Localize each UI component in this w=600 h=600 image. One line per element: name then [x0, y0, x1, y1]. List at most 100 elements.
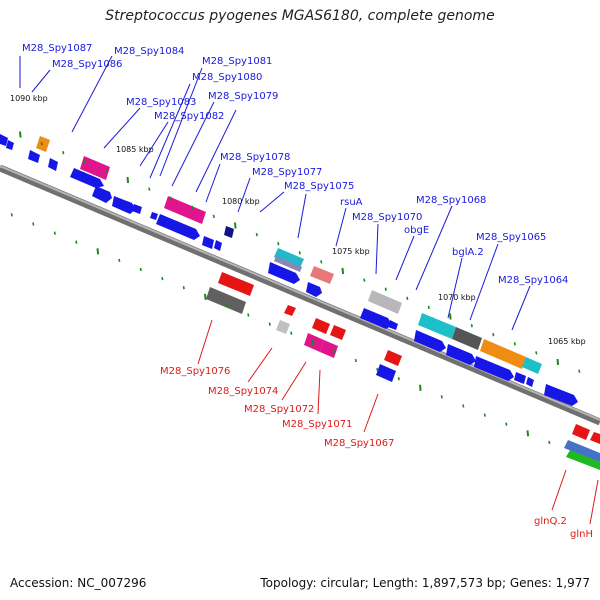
gene-feature[interactable] — [70, 168, 104, 188]
leader-line — [159, 67, 203, 177]
leader-line — [71, 55, 113, 133]
gene-label[interactable]: glnQ.2 — [534, 516, 567, 527]
gene-label[interactable]: M28_Spy1077 — [252, 167, 322, 178]
gene-feature[interactable] — [202, 236, 214, 249]
gene-feature[interactable] — [388, 320, 398, 330]
gene-feature[interactable] — [218, 272, 254, 296]
gene-label[interactable]: M28_Spy1065 — [476, 232, 546, 243]
gene-feature[interactable] — [564, 440, 600, 462]
kbp-label: 1070 kbp — [438, 293, 476, 302]
gene-label[interactable]: M28_Spy1071 — [282, 419, 352, 430]
gene-label[interactable]: M28_Spy1064 — [498, 275, 568, 286]
minor-tick — [440, 395, 443, 399]
gene-feature[interactable] — [310, 266, 334, 284]
minor-tick — [225, 304, 228, 308]
gene-feature[interactable] — [544, 384, 578, 406]
minor-tick — [548, 440, 551, 445]
minor-tick — [483, 413, 486, 417]
gene-feature[interactable] — [36, 136, 50, 152]
gene-label[interactable]: M28_Spy1076 — [160, 366, 230, 377]
gene-label[interactable]: M28_Spy1087 — [22, 43, 92, 54]
major-tick — [234, 222, 237, 229]
gene-label[interactable]: M28_Spy1079 — [208, 91, 278, 102]
gene-feature[interactable] — [274, 256, 302, 272]
minor-tick — [169, 196, 172, 200]
gene-feature[interactable] — [452, 327, 482, 350]
gene-feature[interactable] — [276, 320, 290, 334]
gene-feature[interactable] — [306, 282, 322, 297]
gene-feature[interactable] — [368, 290, 402, 314]
leader-line — [375, 223, 379, 275]
gene-label[interactable]: glnH — [570, 529, 593, 540]
major-tick — [126, 176, 130, 184]
gene-feature[interactable] — [164, 196, 206, 224]
gene-feature[interactable] — [274, 248, 304, 268]
leader-line — [281, 361, 307, 401]
genome-backbone-highlight — [0, 165, 600, 421]
minor-tick — [247, 313, 250, 317]
gene-feature[interactable] — [92, 186, 112, 203]
gene-feature[interactable] — [446, 344, 476, 365]
gene-feature[interactable] — [572, 424, 590, 440]
gene-label[interactable]: M28_Spy1068 — [416, 195, 486, 206]
gene-label[interactable]: M28_Spy1083 — [126, 97, 196, 108]
minor-tick — [191, 205, 194, 209]
gene-label[interactable]: M28_Spy1078 — [220, 152, 290, 163]
minor-tick — [354, 358, 357, 363]
gene-label[interactable]: M28_Spy1080 — [192, 72, 262, 83]
gene-label[interactable]: M28_Spy1084 — [114, 46, 184, 57]
gene-label[interactable]: M28_Spy1086 — [52, 59, 122, 70]
gene-label[interactable]: obgE — [404, 225, 429, 236]
gene-feature[interactable] — [48, 158, 58, 171]
gene-feature[interactable] — [80, 156, 110, 180]
gene-feature[interactable] — [526, 377, 534, 387]
gene-feature[interactable] — [522, 357, 542, 374]
gene-feature[interactable] — [360, 308, 392, 329]
gene-feature[interactable] — [418, 313, 456, 339]
gene-feature[interactable] — [150, 212, 158, 220]
gene-label[interactable]: M28_Spy1072 — [244, 404, 314, 415]
gene-label[interactable]: rsuA — [340, 197, 363, 208]
gene-label[interactable]: M28_Spy1067 — [324, 438, 394, 449]
gene-feature[interactable] — [156, 214, 200, 240]
gene-label[interactable]: bglA.2 — [452, 247, 484, 258]
minor-tick — [118, 258, 121, 263]
gene-feature[interactable] — [0, 134, 8, 146]
gene-feature[interactable] — [384, 350, 402, 366]
leader-line — [551, 469, 567, 511]
gene-feature[interactable] — [414, 330, 446, 352]
leader-line — [297, 193, 307, 239]
gene-label[interactable]: M28_Spy1075 — [284, 181, 354, 192]
gene-label[interactable]: M28_Spy1070 — [352, 212, 422, 223]
gene-feature[interactable] — [28, 150, 40, 163]
gene-feature[interactable] — [474, 356, 514, 381]
gene-feature[interactable] — [112, 196, 136, 214]
gene-feature[interactable] — [376, 364, 396, 382]
reverse-gene-labels: M28_Spy1076 M28_Spy1074 M28_Spy1072 M28_… — [160, 366, 593, 540]
gene-feature[interactable] — [480, 339, 526, 369]
gene-feature[interactable] — [224, 226, 234, 238]
gene-feature[interactable] — [566, 450, 600, 470]
leader-line — [237, 177, 251, 213]
gene-feature[interactable] — [514, 372, 526, 384]
gene-feature[interactable] — [206, 287, 246, 314]
gene-label[interactable]: M28_Spy1074 — [208, 386, 278, 397]
leader-line — [335, 207, 347, 247]
gene-label[interactable]: M28_Spy1082 — [154, 111, 224, 122]
gene-feature[interactable] — [268, 262, 300, 284]
gene-feature[interactable] — [590, 432, 600, 444]
gene-feature[interactable] — [284, 305, 296, 316]
minor-tick — [397, 377, 400, 381]
gene-feature[interactable] — [304, 333, 324, 352]
gene-feature[interactable] — [132, 204, 142, 214]
gene-feature[interactable] — [312, 318, 330, 334]
gene-label[interactable]: M28_Spy1081 — [202, 56, 272, 67]
minor-tick — [105, 169, 108, 173]
gene-feature[interactable] — [330, 325, 346, 340]
minor-tick — [148, 187, 151, 191]
gene-feature[interactable] — [320, 340, 338, 358]
minor-tick — [75, 240, 78, 244]
minor-tick — [462, 404, 465, 408]
gene-feature[interactable] — [6, 140, 14, 150]
gene-feature[interactable] — [214, 240, 222, 251]
